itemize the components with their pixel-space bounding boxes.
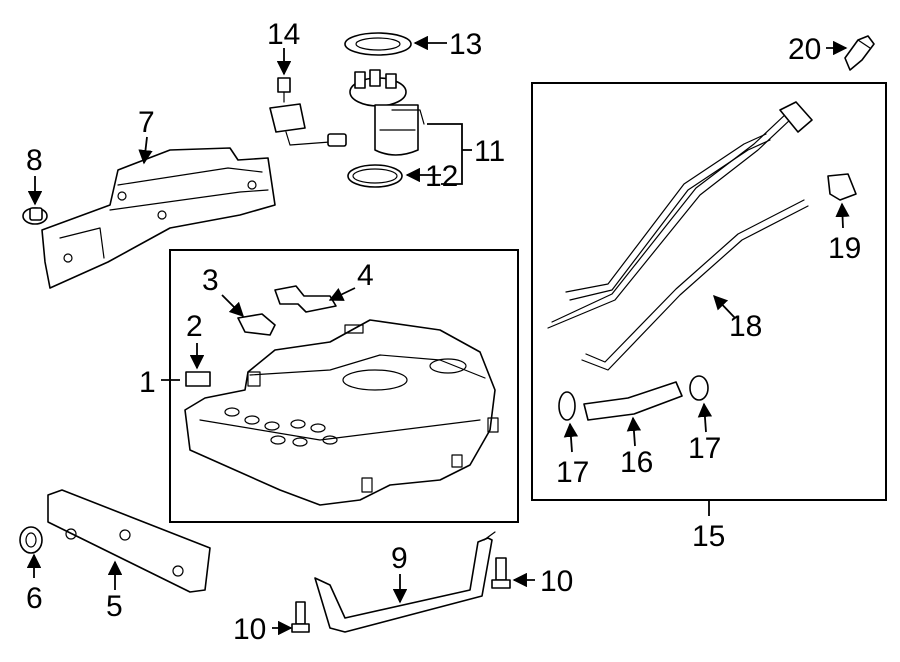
- part-heat-shield: [41, 147, 276, 289]
- part-grommet: [19, 526, 43, 554]
- callout-17a: 17: [556, 456, 589, 489]
- callout-11: 11: [474, 135, 505, 168]
- callout-3: 3: [202, 264, 219, 297]
- part-clamp-17a: [558, 391, 576, 421]
- callout-labels: 1 2 3 4 5 6 7 8 9 10 10 11 12 13 14 15 1…: [26, 18, 861, 646]
- part-push-pin: [22, 207, 48, 225]
- part-fuel-pump-module: [349, 69, 425, 156]
- part-bolt-10a: [291, 601, 310, 633]
- part-tank-bracket-3: [237, 313, 276, 336]
- part-tank-bracket-4: [274, 285, 337, 313]
- part-filler-pipe: [547, 101, 813, 329]
- part-tank-strap: [314, 531, 496, 633]
- part-shield-plate: [47, 489, 211, 593]
- part-lock-ring: [344, 32, 412, 56]
- callout-19: 19: [828, 232, 861, 265]
- callout-2: 2: [186, 310, 203, 343]
- part-filler-hose: [583, 381, 683, 421]
- callout-15: 15: [692, 520, 725, 553]
- callout-5: 5: [106, 590, 123, 623]
- part-pad: [185, 371, 211, 387]
- callout-8: 8: [26, 144, 43, 177]
- part-clamp-17b: [689, 375, 709, 401]
- callout-4: 4: [357, 259, 374, 292]
- part-fuel-cap: [844, 35, 875, 71]
- callout-10b: 10: [540, 565, 573, 598]
- callout-6: 6: [26, 582, 43, 615]
- callout-14: 14: [267, 18, 300, 51]
- part-seal: [347, 164, 403, 188]
- callout-7: 7: [138, 106, 155, 139]
- callout-20: 20: [788, 33, 821, 66]
- leader-lines: [26, 35, 850, 636]
- callout-16: 16: [620, 446, 653, 479]
- callout-10a: 10: [233, 613, 266, 646]
- part-clip: [827, 173, 857, 201]
- callout-13: 13: [449, 28, 482, 61]
- callout-12: 12: [425, 160, 458, 193]
- part-bolt-10b: [491, 557, 511, 589]
- callout-1: 1: [139, 366, 156, 399]
- callout-17b: 17: [688, 432, 721, 465]
- fuel-tank-group-box: [169, 249, 519, 523]
- part-fuel-tank: [184, 319, 499, 506]
- callout-18: 18: [729, 310, 762, 343]
- part-vent-pipe: [581, 199, 809, 371]
- part-sender-harness: [269, 77, 347, 147]
- callout-9: 9: [391, 542, 408, 575]
